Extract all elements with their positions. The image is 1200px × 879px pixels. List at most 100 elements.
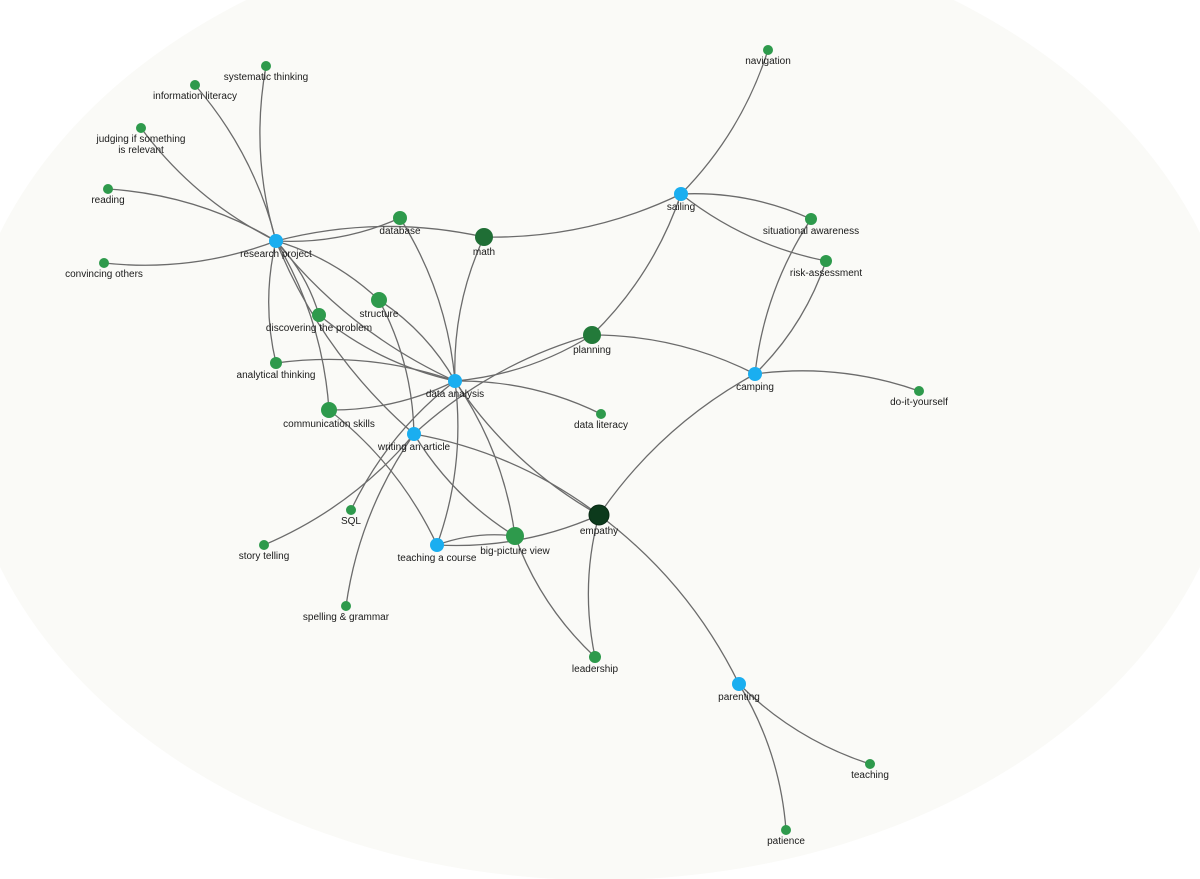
node-writing[interactable]: writing an article	[377, 427, 451, 453]
node-circle[interactable]	[341, 601, 351, 611]
node-circle[interactable]	[596, 409, 606, 419]
node-reading[interactable]: reading	[91, 184, 125, 206]
node-empathy[interactable]: empathy	[580, 504, 618, 537]
node-circle[interactable]	[583, 326, 601, 344]
node-label: teaching	[851, 770, 889, 781]
node-circle[interactable]	[270, 357, 282, 369]
node-circle[interactable]	[506, 527, 524, 545]
node-bigpicture[interactable]: big-picture view	[480, 527, 551, 557]
node-spelling[interactable]: spelling & grammar	[303, 601, 390, 623]
node-convincing[interactable]: convincing others	[65, 258, 143, 280]
node-teaching[interactable]: teaching	[851, 759, 889, 781]
node-planning[interactable]: planning	[573, 326, 611, 356]
edge-writing-planning	[413, 334, 593, 435]
edge-research-database	[275, 217, 401, 243]
edge-research-discovering	[275, 240, 320, 316]
node-circle[interactable]	[781, 825, 791, 835]
node-structure[interactable]: structure	[360, 292, 399, 320]
node-circle[interactable]	[190, 80, 200, 90]
node-situational[interactable]: situational awareness	[763, 213, 859, 237]
node-navigation[interactable]: navigation	[745, 45, 791, 67]
node-circle[interactable]	[312, 308, 326, 322]
node-circle[interactable]	[865, 759, 875, 769]
node-camping[interactable]: camping	[736, 367, 774, 393]
node-diy[interactable]: do-it-yourself	[890, 386, 948, 408]
node-circle[interactable]	[321, 402, 337, 418]
node-circle[interactable]	[269, 234, 283, 248]
node-circle[interactable]	[805, 213, 817, 225]
node-label: SQL	[341, 516, 361, 527]
node-circle[interactable]	[763, 45, 773, 55]
edge-writing-bigpicture	[413, 433, 516, 537]
edge-writing-storytelling	[263, 433, 415, 546]
node-communication[interactable]: communication skills	[283, 402, 375, 430]
edge-dataanalysis-database	[399, 217, 456, 382]
edge-dataanalysis-planning	[454, 334, 593, 382]
node-circle[interactable]	[259, 540, 269, 550]
node-label: database	[379, 226, 421, 237]
node-circle[interactable]	[371, 292, 387, 308]
node-teachingcourse[interactable]: teaching a course	[398, 538, 477, 564]
node-circle[interactable]	[820, 255, 832, 267]
node-label: reading	[91, 195, 124, 206]
node-circle[interactable]	[448, 374, 462, 388]
node-discovering[interactable]: discovering the problem	[266, 308, 372, 334]
node-circle[interactable]	[588, 504, 610, 526]
edge-dataanalysis-dataliteracy	[454, 380, 602, 415]
node-math[interactable]: math	[473, 228, 495, 258]
node-dataanalysis[interactable]: data analysis	[426, 374, 484, 400]
node-label: writing an article	[377, 442, 451, 453]
node-circle[interactable]	[346, 505, 356, 515]
node-storytelling[interactable]: story telling	[239, 540, 290, 562]
node-circle[interactable]	[136, 123, 146, 133]
edge-writing-empathy	[413, 433, 600, 516]
node-dataliteracy[interactable]: data literacy	[574, 409, 628, 431]
node-circle[interactable]	[589, 651, 601, 663]
edge-sailing-math	[483, 193, 682, 238]
node-sql[interactable]: SQL	[341, 505, 361, 527]
node-label: information literacy	[153, 91, 237, 102]
edge-dataanalysis-communication	[328, 380, 456, 411]
node-circle[interactable]	[475, 228, 493, 246]
node-label: risk-assessment	[790, 268, 862, 279]
node-database[interactable]: database	[379, 211, 421, 237]
edge-writing-structure	[378, 299, 415, 435]
node-circle[interactable]	[261, 61, 271, 71]
node-label: communication skills	[283, 419, 375, 430]
node-sailing[interactable]: sailing	[667, 187, 695, 213]
node-label: systematic thinking	[224, 72, 308, 83]
node-parenting[interactable]: parenting	[718, 677, 760, 703]
node-research[interactable]: research project	[240, 234, 312, 260]
node-circle[interactable]	[99, 258, 109, 268]
node-circle[interactable]	[393, 211, 407, 225]
node-infolit[interactable]: information literacy	[153, 80, 237, 102]
node-circle[interactable]	[732, 677, 746, 691]
node-analytical[interactable]: analytical thinking	[237, 357, 316, 381]
node-label: teaching a course	[398, 553, 477, 564]
node-circle[interactable]	[674, 187, 688, 201]
edge-sailing-risk	[680, 193, 827, 262]
node-label: spelling & grammar	[303, 612, 390, 623]
edge-dataanalysis-math	[454, 236, 485, 382]
node-label: patience	[767, 836, 805, 847]
node-circle[interactable]	[103, 184, 113, 194]
node-circle[interactable]	[914, 386, 924, 396]
node-circle[interactable]	[430, 538, 444, 552]
node-label: empathy	[580, 526, 618, 537]
node-circle[interactable]	[407, 427, 421, 441]
edge-research-math	[275, 225, 485, 242]
edge-sailing-planning	[591, 193, 682, 336]
node-systematic[interactable]: systematic thinking	[224, 61, 308, 83]
node-leadership[interactable]: leadership	[572, 651, 619, 675]
edge-sailing-situational	[680, 193, 812, 220]
edge-dataanalysis-bigpicture	[454, 380, 516, 537]
edge-camping-planning	[591, 334, 756, 375]
node-label: parenting	[718, 692, 760, 703]
node-risk[interactable]: risk-assessment	[790, 255, 862, 279]
node-circle[interactable]	[748, 367, 762, 381]
node-patience[interactable]: patience	[767, 825, 805, 847]
edge-camping-risk	[754, 260, 827, 375]
edge-dataanalysis-teachingcourse	[436, 380, 459, 546]
